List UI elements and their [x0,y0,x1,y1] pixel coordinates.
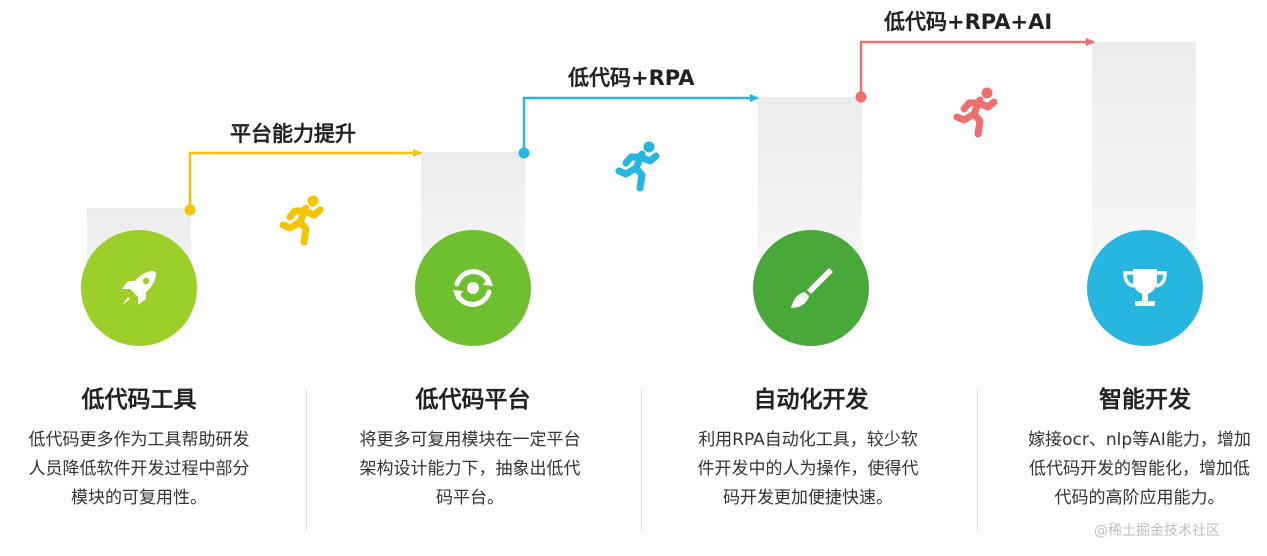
step-3-connector [855,38,1095,103]
watermark: @稀土掘金技术社区 [1094,523,1220,539]
stage-1-circle [81,230,197,346]
trophy-icon [1123,269,1167,306]
stage-3-circle [753,230,869,346]
sync-icon [453,269,493,307]
stage-2-circle [415,230,531,346]
stage-4-circle [1087,230,1203,346]
step-2-label: 低代码+RPA [568,66,695,90]
divider-3 [977,390,978,530]
step-2-connector [518,94,759,159]
stage-2-title: 低代码平台 [415,387,531,413]
stage-1-description: 低代码更多作为工具帮助研发人员降低软件开发过程中部分模块的可复用性。 [28,430,250,508]
brush-icon [791,268,833,308]
stage-1-title: 低代码工具 [81,387,197,413]
runner-red-icon [953,87,998,138]
stage-3-title: 自动化开发 [753,387,869,413]
divider-2 [641,390,642,530]
stage-4-description: 嫁接ocr、nlp等AI能力，增加低代码开发的智能化，增加低代码的高阶应用能力。 [1028,430,1251,508]
step-1-label: 平台能力提升 [230,122,356,146]
stage-3-description: 利用RPA自动化工具，较少软件开发中的人为操作，使得代码开发更加便捷快速。 [697,430,919,508]
stage-2-description: 将更多可复用模块在一定平台架构设计能力下，抽象出低代码平台。 [359,430,581,508]
step-1-connector [184,149,422,216]
divider-1 [306,390,307,530]
runner-yellow-icon [279,195,324,246]
stage-4-title: 智能开发 [1099,387,1191,413]
rocket-icon [122,271,156,305]
runner-blue-icon [615,141,660,192]
step-3-label: 低代码+RPA+AI [884,10,1053,34]
